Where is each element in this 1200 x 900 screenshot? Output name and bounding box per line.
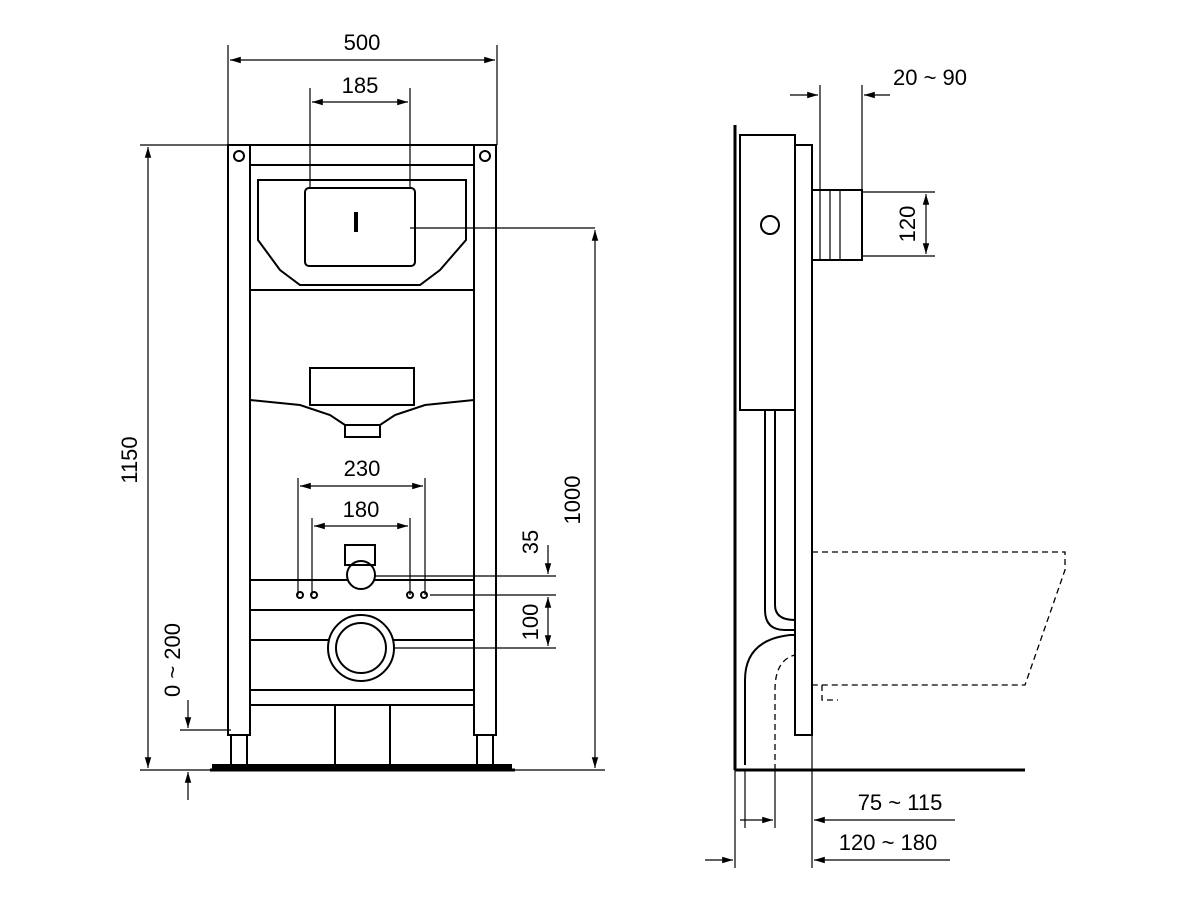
waste-pipe-hidden [774,654,796,770]
waste-bend [744,634,795,765]
inlet-offset-label: 35 [518,530,543,554]
wc-pan-foot [821,685,838,701]
bolt-inner-label: 180 [343,497,380,522]
frame-depth-label: 120 ~ 180 [839,830,937,855]
flush-pipe [764,410,795,631]
side-view: 20 ~ 90 120 75 ~ 115 120 ~ 180 [705,65,1066,868]
plate-width-label: 185 [342,73,379,98]
height-label: 1150 [117,436,142,483]
width-label: 500 [344,30,381,55]
flush-valve-marker [354,212,358,232]
flush-plate-opening [304,187,416,267]
outlet-depth-label: 75 ~ 115 [858,790,943,815]
left-fixing-hole [233,150,245,162]
bottom-crossbar [249,689,475,706]
right-upright [473,144,497,736]
bolt-hole [310,591,318,599]
floor-slab [212,764,512,770]
side-inlet-valve [760,215,780,235]
frame-upright-side [794,144,813,736]
right-fixing-hole [479,150,491,162]
flush-outlet [344,424,381,438]
outlet-ring [327,614,395,682]
inlet-pipe [344,544,376,566]
flush-pipe-inner [774,410,796,621]
plate-height-label: 120 [895,206,920,243]
flush-height-label: 1000 [560,476,585,525]
cistern-top [257,179,467,286]
outlet-offset-label: 100 [518,604,543,641]
base-bracket [334,704,391,766]
front-view: 500 185 1150 1000 230 180 35 100 [117,30,605,800]
leg-adjust-label: 0 ~ 200 [160,623,185,697]
wc-pan-outline [812,551,1066,686]
cistern-service-box [309,367,415,406]
bolt-outer-label: 230 [344,456,381,481]
bolt-hole [420,591,428,599]
left-upright [227,144,251,736]
cistern-side [739,134,796,411]
cistern-bottom [249,399,475,426]
inlet-connector [346,560,376,590]
right-leg [476,734,494,766]
left-leg [230,734,248,766]
bolt-hole [296,591,304,599]
top-crossbar [249,144,475,166]
outlet-pipe [335,622,387,674]
plate-depth-label: 20 ~ 90 [893,65,967,90]
